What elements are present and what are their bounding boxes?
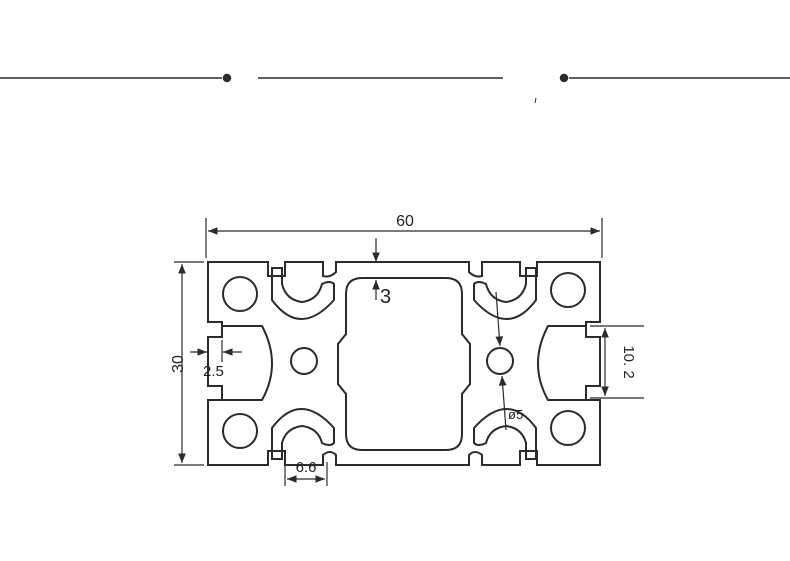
dim-center-hole-label: ø5: [508, 407, 523, 422]
dim-slot-depth-label: 2.5: [203, 363, 224, 380]
extrusion-profile: [207, 261, 601, 466]
corner-hole-bl: [222, 413, 258, 449]
center-chamber: [337, 277, 471, 451]
center-hole-left: [290, 347, 318, 375]
dim-width-label: 60: [396, 213, 414, 230]
dim-slot-width-label: 6.6: [296, 459, 317, 476]
corner-hole-br: [550, 410, 586, 446]
profile-outline: [207, 261, 601, 466]
dim-wall-label: 3: [380, 286, 391, 308]
dim-slot-opening-label: 10. 2: [620, 345, 637, 378]
dimension-lines: [174, 218, 644, 486]
corner-hole-tl: [222, 276, 258, 312]
center-hole-right: [486, 347, 514, 375]
header-divider: [0, 73, 790, 104]
dim-height-label: 30: [170, 355, 187, 373]
corner-hole-tr: [550, 272, 586, 308]
